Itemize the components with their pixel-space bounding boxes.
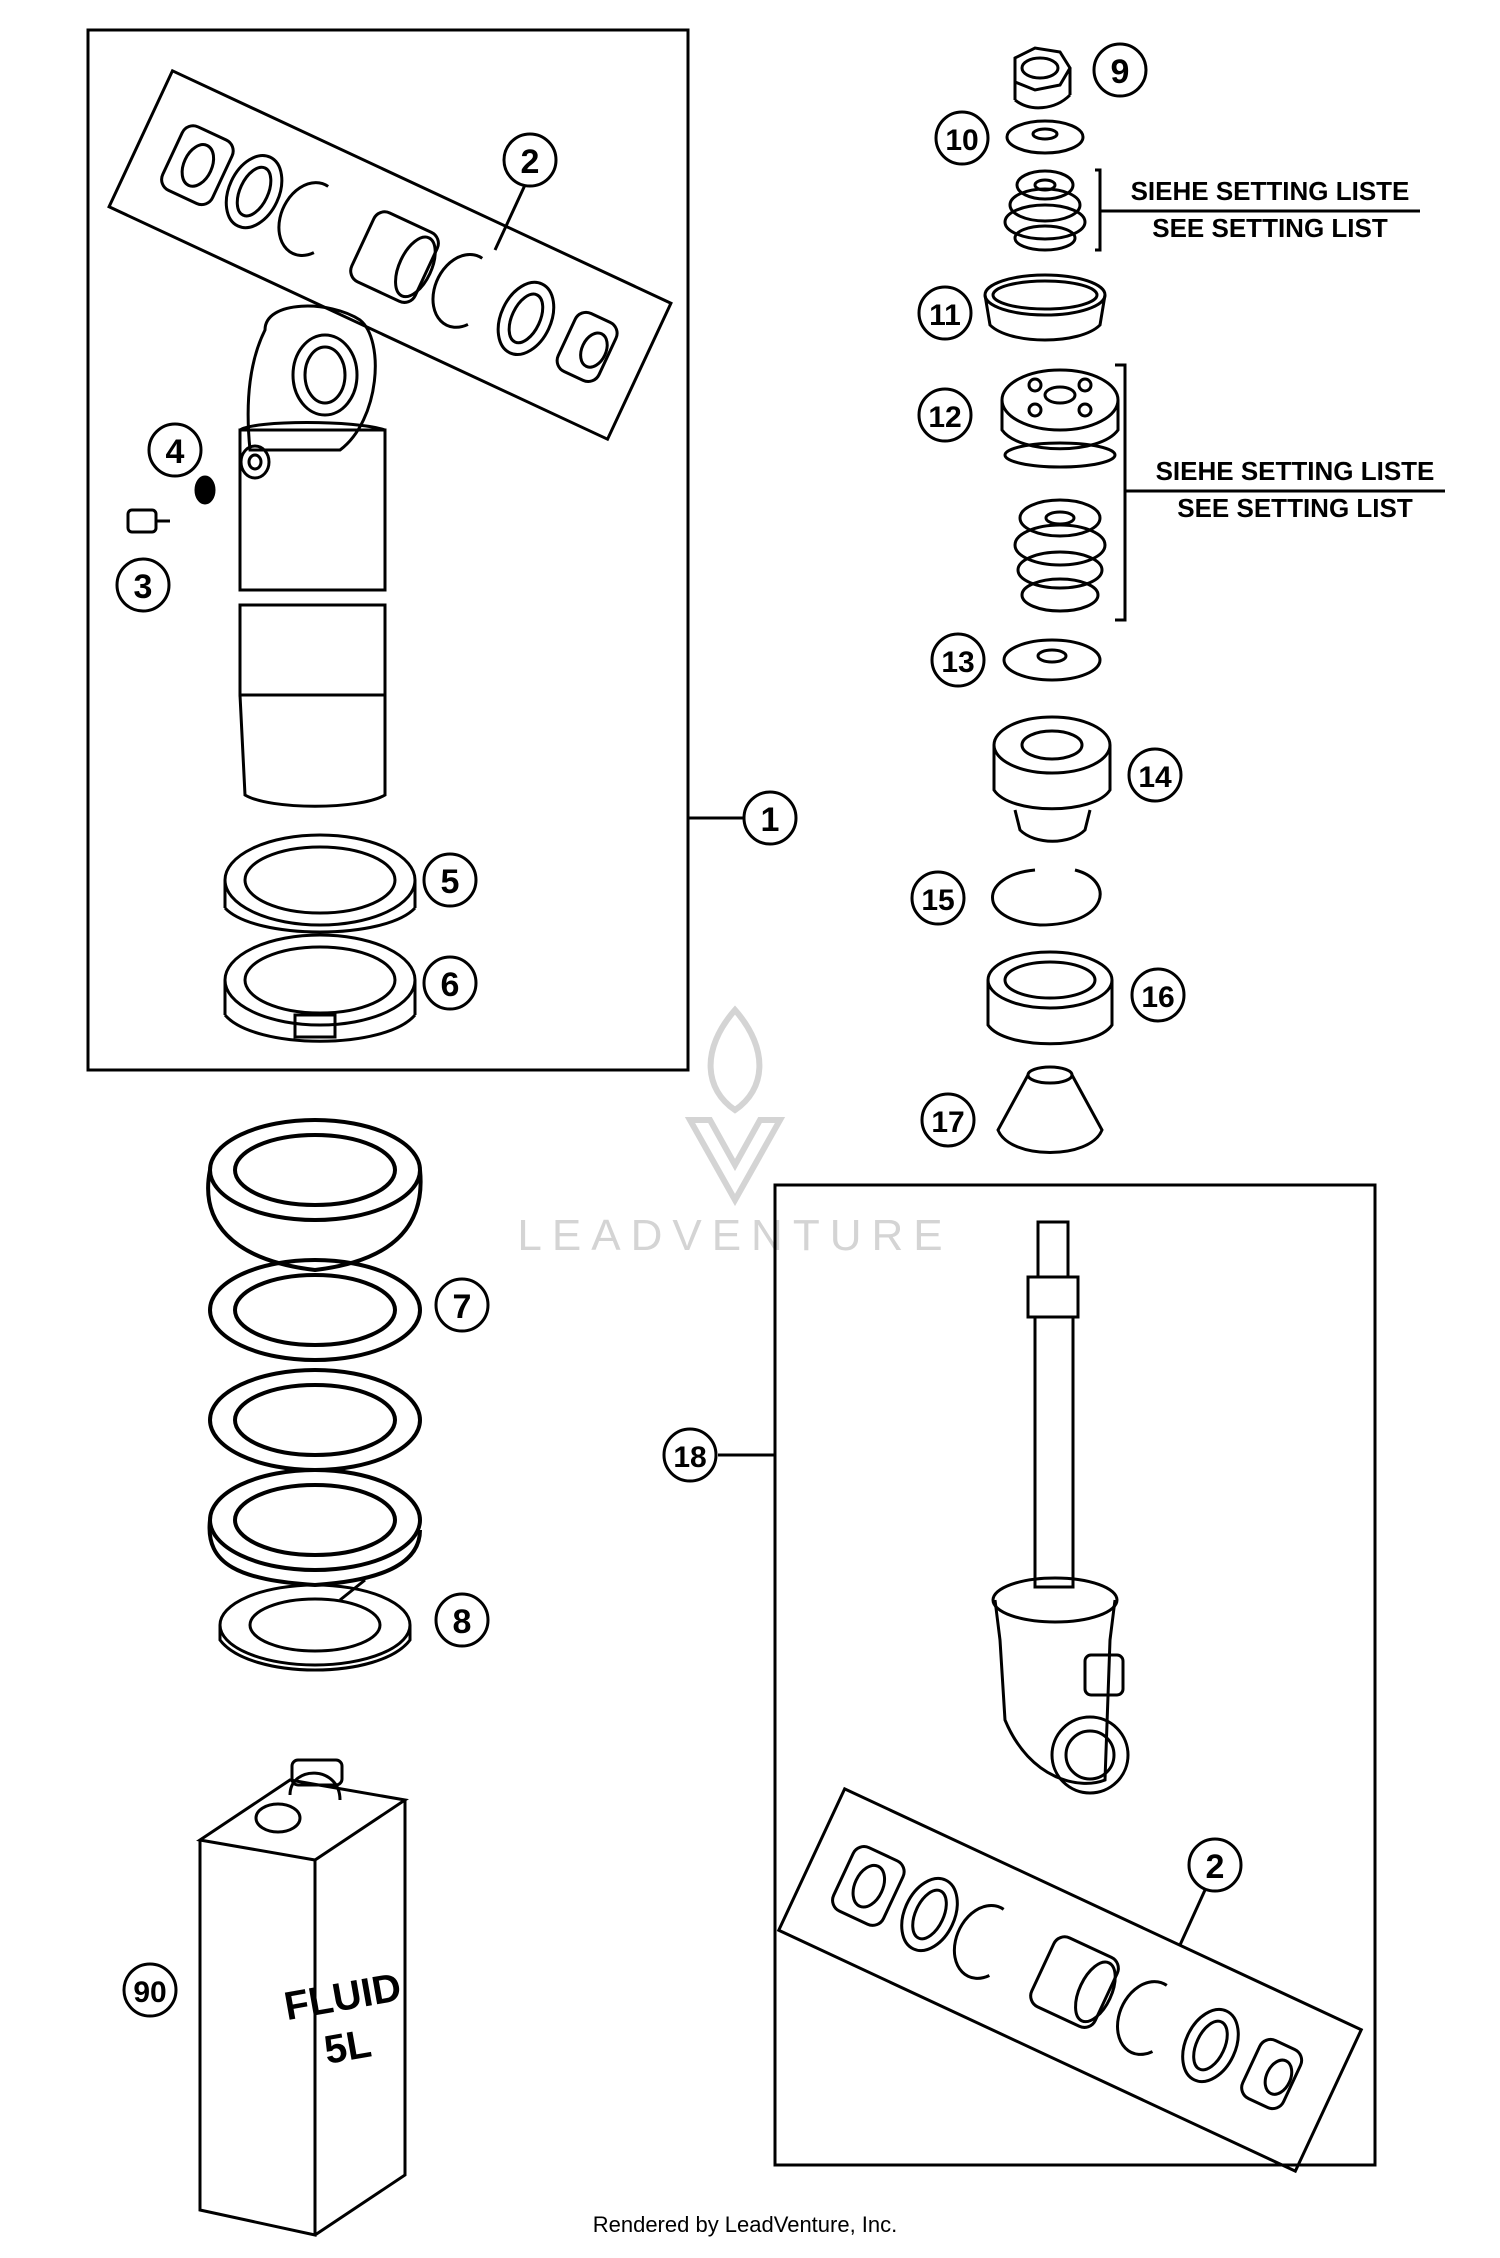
- piston-rod: [991, 1220, 1130, 1795]
- bracket-upper: [1095, 168, 1102, 252]
- callout-2a[interactable]: 2: [502, 132, 558, 188]
- callout-4-label: 4: [166, 433, 185, 471]
- callout-18[interactable]: 18: [662, 1427, 718, 1483]
- seal-kit-panel-2a: [107, 68, 673, 442]
- callout-7-label: 7: [453, 1288, 472, 1326]
- callout-8[interactable]: 8: [434, 1592, 490, 1648]
- watermark-text: LEADVENTURE: [517, 1211, 952, 1260]
- callout-13[interactable]: 13: [930, 632, 986, 688]
- callout-12-label: 12: [928, 401, 961, 434]
- can-label-line2: 5L: [321, 2021, 375, 2072]
- callout-11[interactable]: 11: [917, 285, 973, 341]
- part-13-washer: [1002, 638, 1102, 682]
- callout-2a-label: 2: [521, 143, 540, 181]
- part-5-lock-nut: [223, 833, 417, 934]
- callout-17-label: 17: [931, 1106, 964, 1139]
- seal-kit-panel-2b: [776, 1786, 1364, 2174]
- callout-13-label: 13: [941, 646, 974, 679]
- callout-10-label: 10: [945, 124, 978, 157]
- seal-kit-parts: [160, 124, 619, 383]
- callout-15-label: 15: [921, 884, 954, 917]
- callout-6[interactable]: 6: [422, 955, 478, 1011]
- callout-15[interactable]: 15: [910, 870, 966, 926]
- assembly-frame-18: [773, 1183, 1377, 2167]
- callout-2b-label: 2: [1206, 1848, 1225, 1886]
- callout-5[interactable]: 5: [422, 852, 478, 908]
- footer-credit: Rendered by LeadVenture, Inc.: [593, 2212, 898, 2237]
- shock-absorber-body: [238, 304, 387, 808]
- part-8-spring-seat: [218, 1578, 412, 1672]
- callout-3[interactable]: 3: [115, 557, 171, 613]
- part-16-bushing: [986, 950, 1114, 1046]
- callout-14[interactable]: 14: [1127, 747, 1183, 803]
- leader-line-2a: [493, 184, 527, 251]
- part-9-nut: [1013, 46, 1072, 110]
- callout-8-label: 8: [453, 1603, 472, 1641]
- watermark-logo: [684, 1005, 786, 1207]
- part-11-ring: [983, 273, 1107, 342]
- leader-line-2b: [1178, 1889, 1207, 1946]
- part-90-fluid-can: [196, 1758, 409, 2237]
- callout-90[interactable]: 90: [122, 1962, 178, 2018]
- callout-1[interactable]: 1: [742, 790, 798, 846]
- callout-9-label: 9: [1111, 53, 1130, 91]
- setting-note-lower-line2: SEE SETTING LIST: [1177, 493, 1413, 523]
- part-7-spring: [206, 1118, 423, 1588]
- can-label-line1: FLUID: [281, 1965, 405, 2029]
- callout-6-label: 6: [441, 966, 460, 1004]
- setting-note-lower-line1: SIEHE SETTING LISTE: [1156, 456, 1435, 486]
- callout-16[interactable]: 16: [1130, 967, 1186, 1023]
- callout-90-label: 90: [133, 1976, 166, 2009]
- seal-kit-parts-b: [831, 1845, 1304, 2111]
- callout-12[interactable]: 12: [917, 387, 973, 443]
- callout-18-label: 18: [673, 1441, 706, 1474]
- part-12-piston: [1000, 368, 1120, 469]
- lower-shim-stack: [1013, 498, 1107, 613]
- callout-1-label: 1: [761, 801, 780, 839]
- assembly-frame-1: [86, 28, 690, 1072]
- part-17-bump-rubber: [996, 1065, 1104, 1154]
- part-6-adjusting-nut: [223, 933, 417, 1043]
- callout-11-label: 11: [929, 299, 961, 332]
- part-10-washer: [1005, 119, 1085, 155]
- part-4-o-ring: [194, 475, 216, 505]
- callout-9[interactable]: 9: [1092, 42, 1148, 98]
- callout-2b[interactable]: 2: [1187, 1837, 1243, 1893]
- callout-3-label: 3: [134, 568, 153, 606]
- setting-note-upper-line1: SIEHE SETTING LISTE: [1131, 176, 1410, 206]
- callout-16-label: 16: [1141, 981, 1174, 1014]
- part-14-seal-head: [992, 715, 1112, 843]
- callout-7[interactable]: 7: [434, 1277, 490, 1333]
- callout-10[interactable]: 10: [934, 110, 990, 166]
- callout-5-label: 5: [441, 863, 460, 901]
- part-15-circlip: [991, 868, 1102, 927]
- callout-17[interactable]: 17: [920, 1092, 976, 1148]
- callout-14-label: 14: [1138, 761, 1172, 794]
- callout-4[interactable]: 4: [147, 422, 203, 478]
- upper-shim-stack: [1003, 169, 1087, 252]
- part-3-screw: [126, 508, 170, 534]
- setting-note-upper-line2: SEE SETTING LIST: [1152, 213, 1388, 243]
